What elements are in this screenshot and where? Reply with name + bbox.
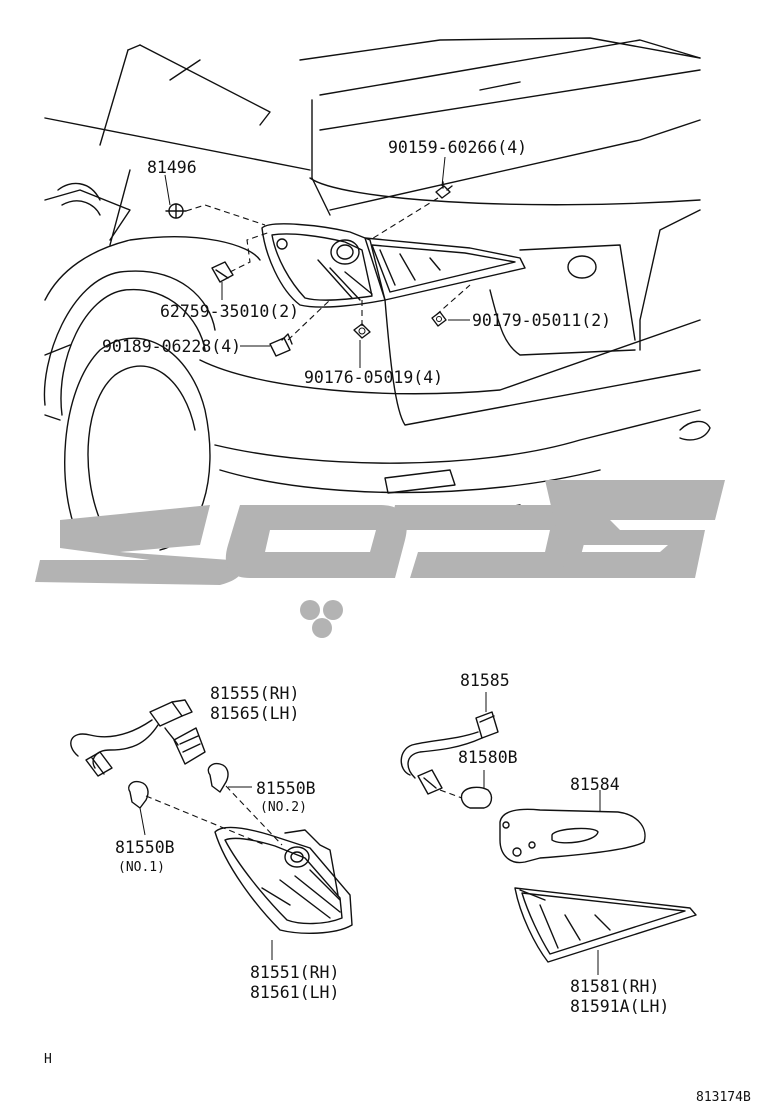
screw-90159-icon (369, 181, 453, 241)
label-81555-rh: 81555(RH) (210, 684, 299, 703)
bracket-81584-drawing (499, 790, 646, 864)
screw-90189-icon (269, 299, 331, 357)
label-90176-05019: 90176-05019(4) (304, 368, 443, 387)
label-81585: 81585 (460, 671, 510, 690)
figure-id: 813174B (696, 1090, 751, 1105)
label-81580b: 81580B (458, 748, 518, 767)
socket-wire-81555 (70, 699, 206, 777)
label-81550b-no1: 81550B (115, 838, 175, 857)
label-90159-60266: 90159-60266(4) (388, 138, 527, 157)
socket-wire-81585 (400, 692, 499, 795)
clip-62759-icon (211, 231, 271, 283)
label-81551-rh: 81551(RH) (250, 963, 339, 982)
bulb-no1-icon (128, 780, 149, 836)
bulb-no2-icon (207, 762, 252, 793)
leader-lines-upper (164, 156, 470, 368)
label-81496: 81496 (147, 158, 197, 177)
label-81565-lh: 81565(LH) (210, 704, 299, 723)
label-81550b-no2: 81550B (256, 779, 316, 798)
watermark-logo (35, 480, 725, 638)
label-81591a-lh: 81591A(LH) (570, 997, 669, 1016)
label-81581-rh: 81581(RH) (570, 977, 659, 996)
nut-90176-icon (353, 300, 371, 339)
label-81561-lh: 81561(LH) (250, 983, 339, 1002)
bulb-81580b-guide (439, 789, 463, 799)
rear-lamp-81551-drawing (214, 826, 353, 960)
label-90179-05011: 90179-05011(2) (472, 311, 611, 330)
fastener-icons (165, 181, 471, 357)
nut-90179-icon (431, 284, 471, 327)
label-no2: (NO.2) (260, 800, 307, 815)
vehicle-rear-body (43, 37, 711, 551)
label-no1: (NO.1) (118, 860, 165, 875)
bulb-no2-guide (225, 785, 283, 846)
label-81584: 81584 (570, 775, 620, 794)
bulb-no1-guide (145, 795, 266, 846)
rear-lamp-81581-drawing (514, 887, 697, 975)
label-62759-35010: 62759-35010(2) (160, 302, 299, 321)
label-90189-06228: 90189-06228(4) (102, 337, 241, 356)
clip-81496-icon (165, 203, 266, 226)
bulb-81580b-icon (460, 770, 493, 809)
part-labels: 81496 90159-60266(4) 62759-35010(2) 9017… (44, 138, 751, 1105)
corner-mark: H (44, 1052, 52, 1067)
